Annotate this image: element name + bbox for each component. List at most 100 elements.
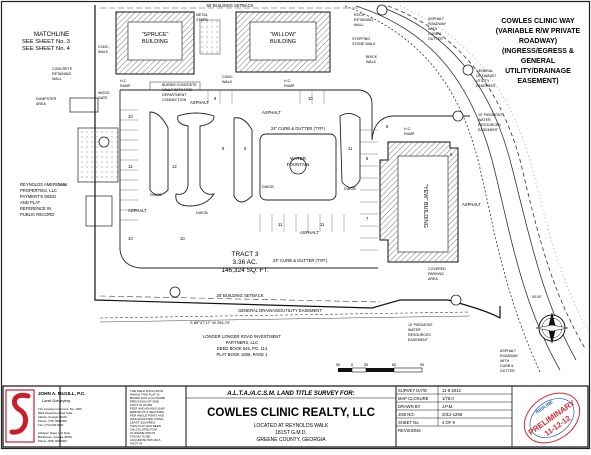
concrete-wall-label: RETAINING	[52, 72, 72, 76]
dwcb-label: DWCB	[196, 211, 208, 215]
callout-circles	[98, 4, 474, 306]
drainage-easement-line	[99, 311, 471, 319]
north-label: N	[550, 327, 554, 333]
note-line: CALCULATED FOR	[130, 428, 158, 432]
dwcb-labels: DWCB DWCB DWCB DWCB	[150, 185, 356, 215]
drainage-easement-label: GENERAL	[476, 69, 493, 73]
info-label: REVISIONS	[398, 428, 421, 433]
firm-line: 3901 Peachtree Road Suite	[38, 411, 73, 415]
note-line: THIS PLAT HAS BEEN	[130, 424, 161, 428]
preliminary-stamp	[523, 392, 581, 444]
road-title: COWLES CLINIC WAY (VARIABLE R/W PRIVATE …	[496, 18, 581, 85]
parking-count: 9	[222, 146, 225, 151]
note-line: BASED HAS A CLOSURE	[130, 396, 165, 400]
parking-stalls	[120, 90, 378, 251]
yew-title: "YEW" BUILDING	[422, 184, 428, 228]
note-line: ERROR OF 4 SECONDS	[130, 410, 164, 414]
matchline-sheet3: SEE SHEET No. 3	[22, 39, 70, 45]
dimension-label: 50.00'	[58, 183, 68, 187]
adjoiner-line: REYNOLDS AMERICAN	[20, 182, 66, 187]
vault-label: VAULT WITH FIRE	[162, 88, 193, 92]
info-label: DRAWN BY	[398, 404, 421, 409]
adjoiner-line: PROPERTIES, LLC	[20, 188, 57, 193]
parking-count: 9	[386, 124, 389, 129]
parking-count: 10	[180, 236, 185, 241]
firm-subtitle: Land Surveying	[42, 398, 71, 403]
dwcb-label: DWCB	[344, 187, 356, 191]
asphalt-labels: ASPHALT ASPHALT ASPHALT ASPHALT ASPHALT	[128, 100, 481, 235]
metal-steps	[199, 19, 221, 55]
firm-line: Phone: (000) 000-0000	[38, 439, 67, 443]
info-value: 2012-1298	[442, 412, 463, 417]
info-value: 4 OF 9	[442, 420, 455, 425]
yew-building	[379, 141, 459, 263]
property-boundary	[94, 5, 501, 320]
parking-count: 11	[320, 222, 325, 227]
firm-name: JOHN A. McGILL, P.C.	[38, 391, 85, 396]
road-title-line: EASEMENT)	[517, 78, 558, 85]
road-title-line: COWLES CLINIC WAY	[501, 18, 575, 25]
metal-steps-label: STEPS	[196, 18, 208, 22]
sheet-info-table: SURVEY DATE 11-8-2012 MAP CLOSURE 1/78.0…	[398, 388, 463, 433]
concrete-walk-label: CONC.	[222, 75, 234, 79]
info-label: SHEET No.	[398, 420, 420, 425]
title-block-frame	[2, 385, 589, 448]
location-line: LOCATED AT REYNOLDS WALK	[254, 423, 329, 429]
drainage-easement-label: UTILITY	[476, 79, 490, 83]
asphalt-roadway-label: ASPHALT	[428, 17, 445, 21]
drainage-easement-label: DRAINAGE/	[476, 74, 496, 78]
water-fountain-label: WATER	[290, 156, 306, 161]
wood-gate-label: GATE	[98, 96, 108, 100]
wood-gate-label: WOOD	[98, 91, 110, 95]
dwcb-label: DWCB	[150, 193, 162, 197]
adjoiner-line: REFERENCE IN	[20, 206, 51, 211]
asphalt-roadway-label: ROADWAY	[428, 22, 447, 26]
parking-count: 6	[366, 156, 369, 161]
note-line: WHICH THIS PLAT IS	[130, 393, 160, 397]
hc-ramp-label: H.C.	[120, 79, 127, 83]
asphalt-roadway-label: GUTTER	[500, 369, 515, 373]
drainage-easement-label: EASEMENT	[476, 84, 497, 88]
hc-ramp-label: RAMP	[284, 84, 295, 88]
scale-tick: 30	[336, 362, 341, 367]
scale-bar	[338, 367, 423, 373]
spruce-building	[115, 11, 195, 75]
top-setback-label: 50' BUILDING SETBACK	[206, 3, 253, 8]
brick-walk-label: WALK	[366, 60, 377, 64]
setback-line-bottom	[99, 295, 381, 303]
lender-line: PARTNERS, LLC	[226, 340, 258, 345]
survey-header: A.L.T.A./A.C.S.M. LAND TITLE SURVEY FOR:	[226, 391, 354, 397]
easement-label: WATER	[478, 118, 491, 122]
retaining-wall-label: WALL	[354, 23, 364, 27]
location-line: GREENE COUNTY, GEORGIA	[256, 437, 326, 443]
info-label: MAP CLOSURE	[398, 396, 429, 401]
dimension-label: 50.00'	[532, 295, 542, 299]
parking-count: 7	[366, 216, 369, 221]
adjoiner-line: AND PLAT	[20, 200, 41, 205]
dumpster-enclosure	[77, 127, 119, 183]
note-line: THE FIELD DATA UPON	[130, 389, 163, 393]
parking-counts: 10 12 12 9 6 8 10 11 6 7 11 11 10 10 9 5	[128, 96, 453, 241]
drainage-label: GENERAL DRAINAGE/UTILITY EASEMENT	[238, 308, 322, 313]
parking-count: 6	[244, 146, 247, 151]
location-line: 181ST G.M.D.	[275, 430, 307, 436]
willow-title: "WILLOW"	[270, 32, 296, 38]
firm-line: Arlington Road, Unit Suite	[38, 431, 71, 435]
parking-count: 11	[348, 146, 353, 151]
concrete-walk-label: WALK	[98, 50, 109, 54]
spruce-title: "SPRUCE"	[142, 32, 169, 38]
firm-logo	[5, 389, 35, 443]
brick-walk-label: BRICK	[366, 55, 378, 59]
closure-notes: THE FIELD DATA UPON WHICH THIS PLAT IS B…	[130, 389, 165, 446]
hc-ramp-label: H.C.	[404, 127, 411, 131]
small-plan-labels: METAL STEPS ROCK RETAINING WALL STEPPING…	[36, 13, 542, 373]
metal-steps-label: METAL	[196, 13, 208, 17]
parking-count: 12	[172, 164, 177, 169]
road-title-line: (VARIABLE R/W PRIVATE	[496, 28, 581, 35]
matchline-sheet4: SEE SHEET No. 4	[22, 46, 71, 52]
asphalt-roadway-label: ROADWAY	[500, 354, 519, 358]
lender-line: DEED BOOK 545, PG. 114	[217, 346, 268, 351]
